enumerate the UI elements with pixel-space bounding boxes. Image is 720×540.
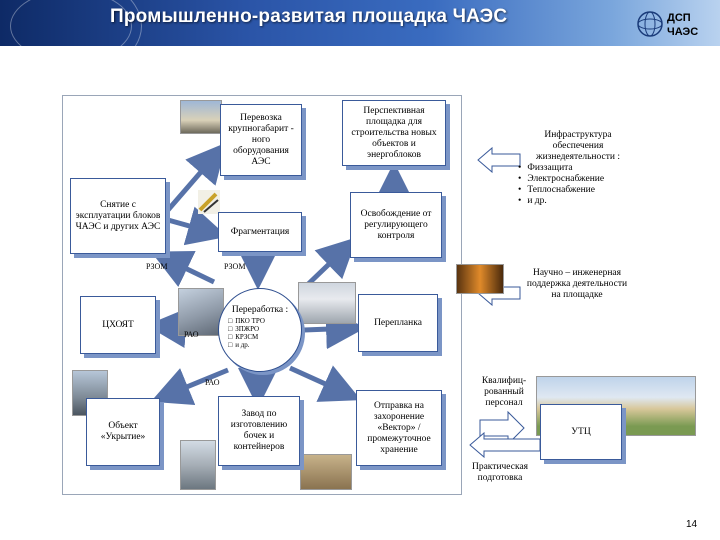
- processing-item: ЗПЖРО: [228, 325, 265, 333]
- fragmentation-box: Фрагментация: [218, 212, 302, 252]
- csoyat-box: ЦХОЯТ: [80, 296, 156, 354]
- rzom-left-label: РЗОМ: [146, 262, 168, 271]
- infrastructure-list: Физзащита Электроснабжение Теплоснабжени…: [518, 163, 638, 207]
- processing-item: и др.: [228, 341, 265, 349]
- processing-item: ПКО ТРО: [228, 317, 265, 325]
- arrow-infra-left: [477, 146, 521, 174]
- rao-left-label: РАО: [184, 330, 199, 339]
- arrow-to-utc: [479, 410, 525, 446]
- cutter-icon: [198, 192, 219, 213]
- science-photo: [456, 264, 504, 294]
- infrastructure-title: Инфраструктура обеспечения жизнедеятельн…: [536, 130, 620, 162]
- replanning-box: Перепланка: [358, 294, 438, 352]
- transport-box: Перевозка крупногабарит - ного оборудова…: [220, 104, 302, 176]
- rzom-right-label: РЗОМ: [224, 262, 246, 271]
- arrow-processing-decommission: [150, 250, 216, 288]
- utc-box: УТЦ: [540, 404, 622, 460]
- disposal-photo: [300, 454, 352, 490]
- plant-box: Завод по изготовлению бочек и контейнеро…: [218, 396, 300, 466]
- disposal-box: Отправка на захоронение «Вектор» / проме…: [356, 390, 442, 466]
- arrow-from-utc: [469, 431, 541, 459]
- tools-photo: [198, 190, 220, 214]
- prospective-site-box: Перспективная площадка для строительства…: [342, 100, 446, 166]
- decorative-orbit: [10, 0, 132, 46]
- decorative-orbit: [0, 0, 142, 46]
- processing-item: КРЗСМ: [228, 333, 265, 341]
- plant-photo: [180, 440, 216, 490]
- logo-line-1: ДСП: [667, 12, 691, 24]
- processing-circle: Переработка : ПКО ТРО ЗПЖРО КРЗСМ и др.: [218, 288, 302, 372]
- page-number: 14: [686, 519, 698, 530]
- arrow-to-fragmentation: [167, 206, 228, 246]
- arrow-processing-replanning: [303, 309, 366, 350]
- infrastructure-item: Теплоснабжение: [518, 185, 638, 196]
- processing-building-photo: [298, 282, 356, 324]
- infrastructure-block: Инфраструктура обеспечения жизнедеятельн…: [518, 130, 638, 207]
- decommission-box: Снятие с эксплуатации блоков ЧАЭС и друг…: [70, 178, 166, 254]
- arrow-processing-shelter: [150, 367, 229, 406]
- qualified-staff-label: Квалифиц- рованный персонал: [481, 376, 527, 408]
- arrow-processing-disposal: [288, 365, 362, 402]
- infrastructure-item: Физзащита: [518, 163, 638, 174]
- processing-list: ПКО ТРО ЗПЖРО КРЗСМ и др.: [228, 317, 265, 349]
- shelter-box: Объект «Укрытие»: [86, 398, 160, 466]
- transport-photo: [180, 100, 222, 134]
- science-support-text: Научно – инженерная поддержка деятельнос…: [526, 268, 628, 300]
- arrow-to-transport: [166, 142, 227, 212]
- processing-title: Переработка :: [231, 305, 289, 315]
- rao-bottom-label: РАО: [205, 378, 220, 387]
- csoyat-photo: [178, 288, 224, 336]
- infrastructure-item: Электроснабжение: [518, 174, 638, 185]
- practical-training-label: Практическая подготовка: [471, 462, 529, 483]
- page-title: Промышленно-развитая площадка ЧАЭС: [110, 6, 508, 27]
- release-control-box: Освобождение от регулирующего контроля: [350, 192, 442, 258]
- diagram-frame: [62, 95, 462, 495]
- chaes-logo: ДСП ЧАЭС: [637, 11, 698, 38]
- header-banner: Промышленно-развитая площадка ЧАЭС ДСП Ч…: [0, 0, 720, 46]
- logo-line-2: ЧАЭС: [667, 26, 698, 38]
- infrastructure-item: и др.: [518, 196, 638, 207]
